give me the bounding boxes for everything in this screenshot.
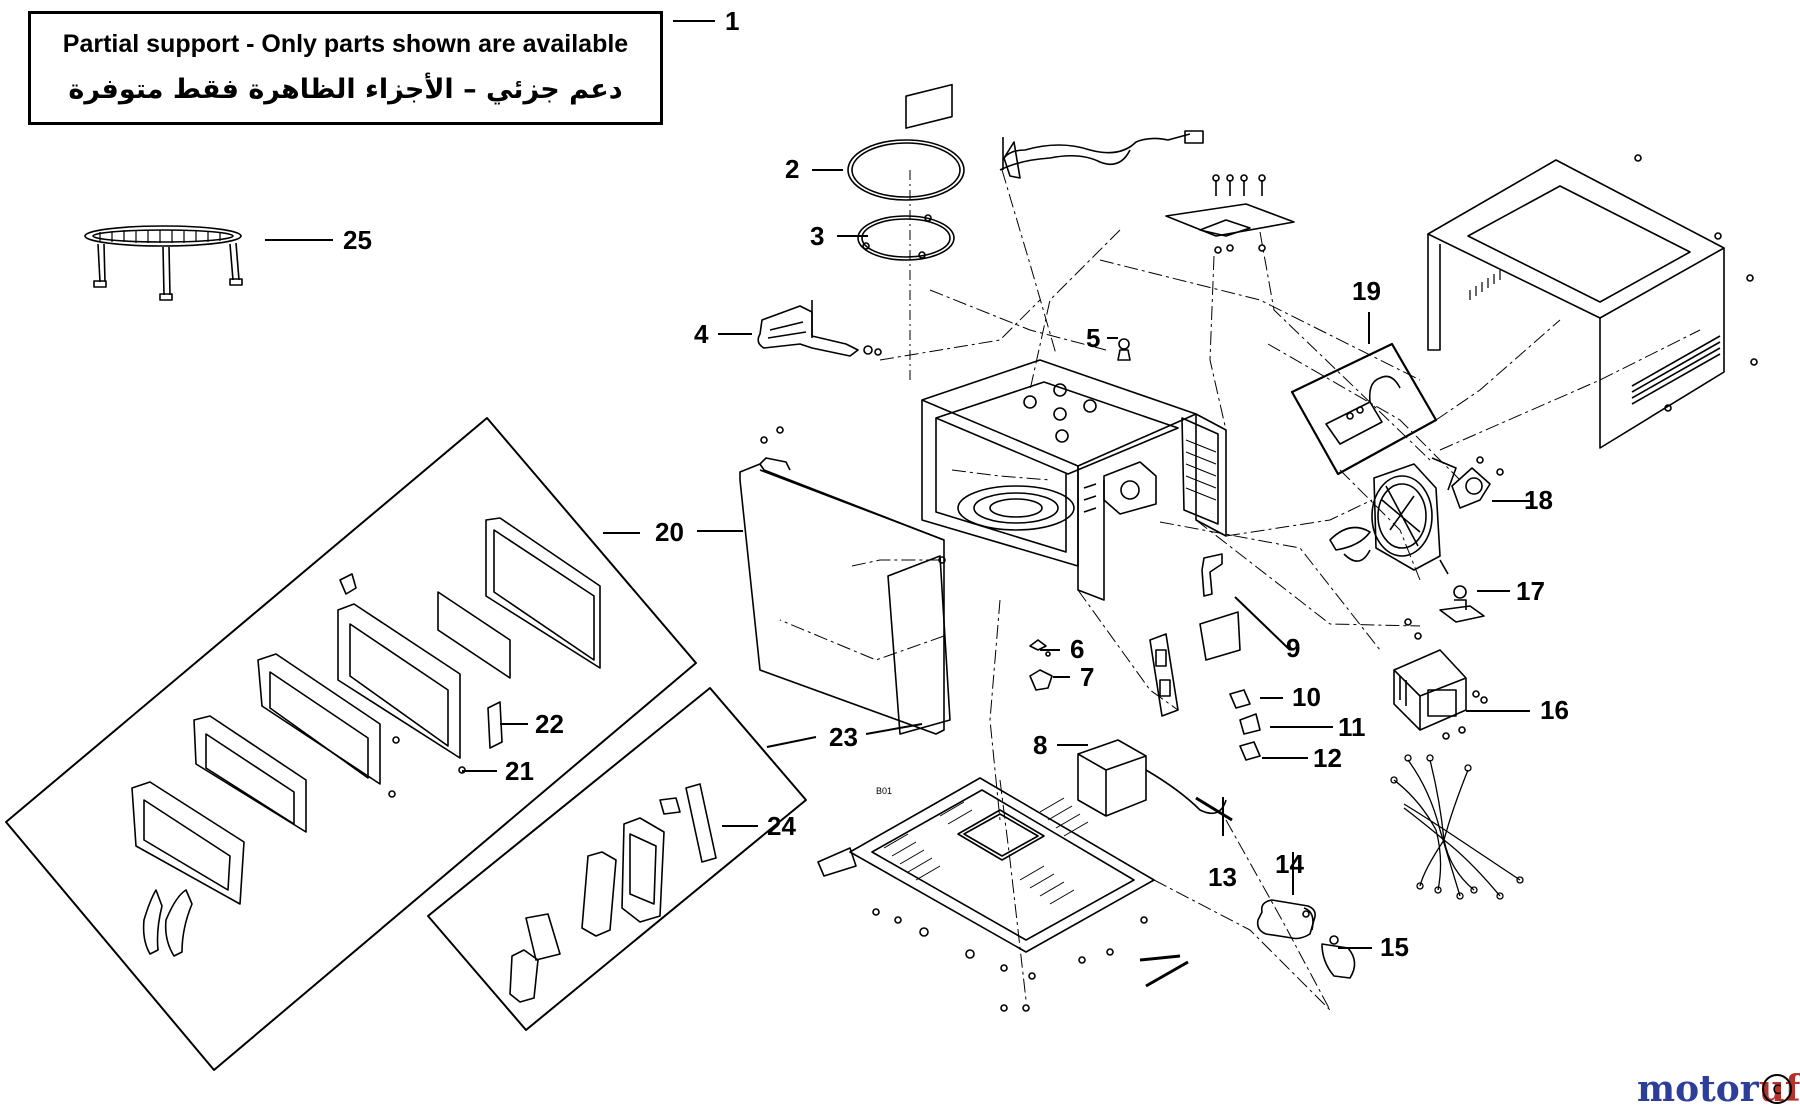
power-cord: [999, 130, 1204, 179]
part-5-thermostat: [1117, 338, 1131, 361]
door-assembly-group: [5, 417, 697, 1071]
callout-9: 9: [1286, 633, 1300, 663]
callout-17: 17: [1516, 576, 1545, 606]
wiring-harness: [1390, 754, 1524, 900]
callout-20: 20: [655, 517, 684, 547]
partial-support-notice: Partial support - Only parts shown are a…: [28, 11, 663, 125]
part-4-heater: [757, 83, 953, 357]
callout-16: 16: [1540, 695, 1569, 725]
callout-18: 18: [1524, 485, 1553, 515]
assembly-guides: [779, 169, 1701, 1011]
callout-1: 1: [725, 6, 739, 36]
callout-21: 21: [505, 756, 534, 786]
callout-8: 8: [1033, 730, 1047, 760]
callout-22: 22: [535, 709, 564, 739]
callout-numbers: 1 2 3 4 5 6 7 8 9 10 11 12 13 14 15 16 1…: [343, 6, 1569, 962]
callout-12: 12: [1313, 743, 1342, 773]
callout-2: 2: [785, 154, 799, 184]
leader-lines: [265, 20, 1530, 949]
part-16-transformer: [1393, 618, 1488, 740]
callout-10: 10: [1292, 682, 1321, 712]
top-cover-plate: [1165, 174, 1295, 254]
callout-6: 6: [1070, 634, 1084, 664]
control-panel-group: [427, 687, 807, 1031]
watermark-brand-a: motor: [1637, 1068, 1759, 1110]
base-plate: [817, 777, 1189, 1012]
part-18-fan-assembly: [1329, 456, 1504, 575]
part-15-capacitor-bracket: [1302, 910, 1356, 979]
callout-24: 24: [767, 811, 796, 841]
part-6-7-latch: [1029, 639, 1053, 691]
part-17-switch: [1439, 585, 1485, 623]
callout-13: 13: [1208, 862, 1237, 892]
part-8-hv-transformer: [1077, 739, 1233, 822]
part-code-label: B01: [876, 786, 892, 796]
callout-7: 7: [1080, 662, 1094, 692]
callout-14: 14: [1275, 849, 1304, 879]
callout-11: 11: [1338, 712, 1366, 742]
part-20-door-panel: [739, 426, 951, 735]
outer-cabinet: [1427, 154, 1758, 449]
part-14-capacitor: [1256, 899, 1316, 940]
notice-arabic: دعم جزئي – الأجزاء الظاهرة فقط متوفرة: [68, 74, 623, 105]
part-19-control-board: [1290, 342, 1438, 476]
callout-15: 15: [1380, 932, 1409, 962]
oven-cavity: [921, 359, 1227, 601]
copyright-mark: c: [1762, 1074, 1792, 1104]
part-25-rack: [84, 225, 243, 301]
part-3-roller-ring: [857, 214, 955, 261]
callout-23: 23: [829, 722, 858, 752]
part-2-glass-tray: [847, 139, 965, 201]
callout-3: 3: [810, 221, 824, 251]
callout-25: 25: [343, 225, 372, 255]
part-9-sensor: [1199, 553, 1241, 661]
callout-5: 5: [1086, 323, 1100, 353]
callout-4: 4: [694, 319, 709, 349]
notice-english: Partial support - Only parts shown are a…: [62, 30, 629, 58]
callout-19: 19: [1352, 276, 1381, 306]
